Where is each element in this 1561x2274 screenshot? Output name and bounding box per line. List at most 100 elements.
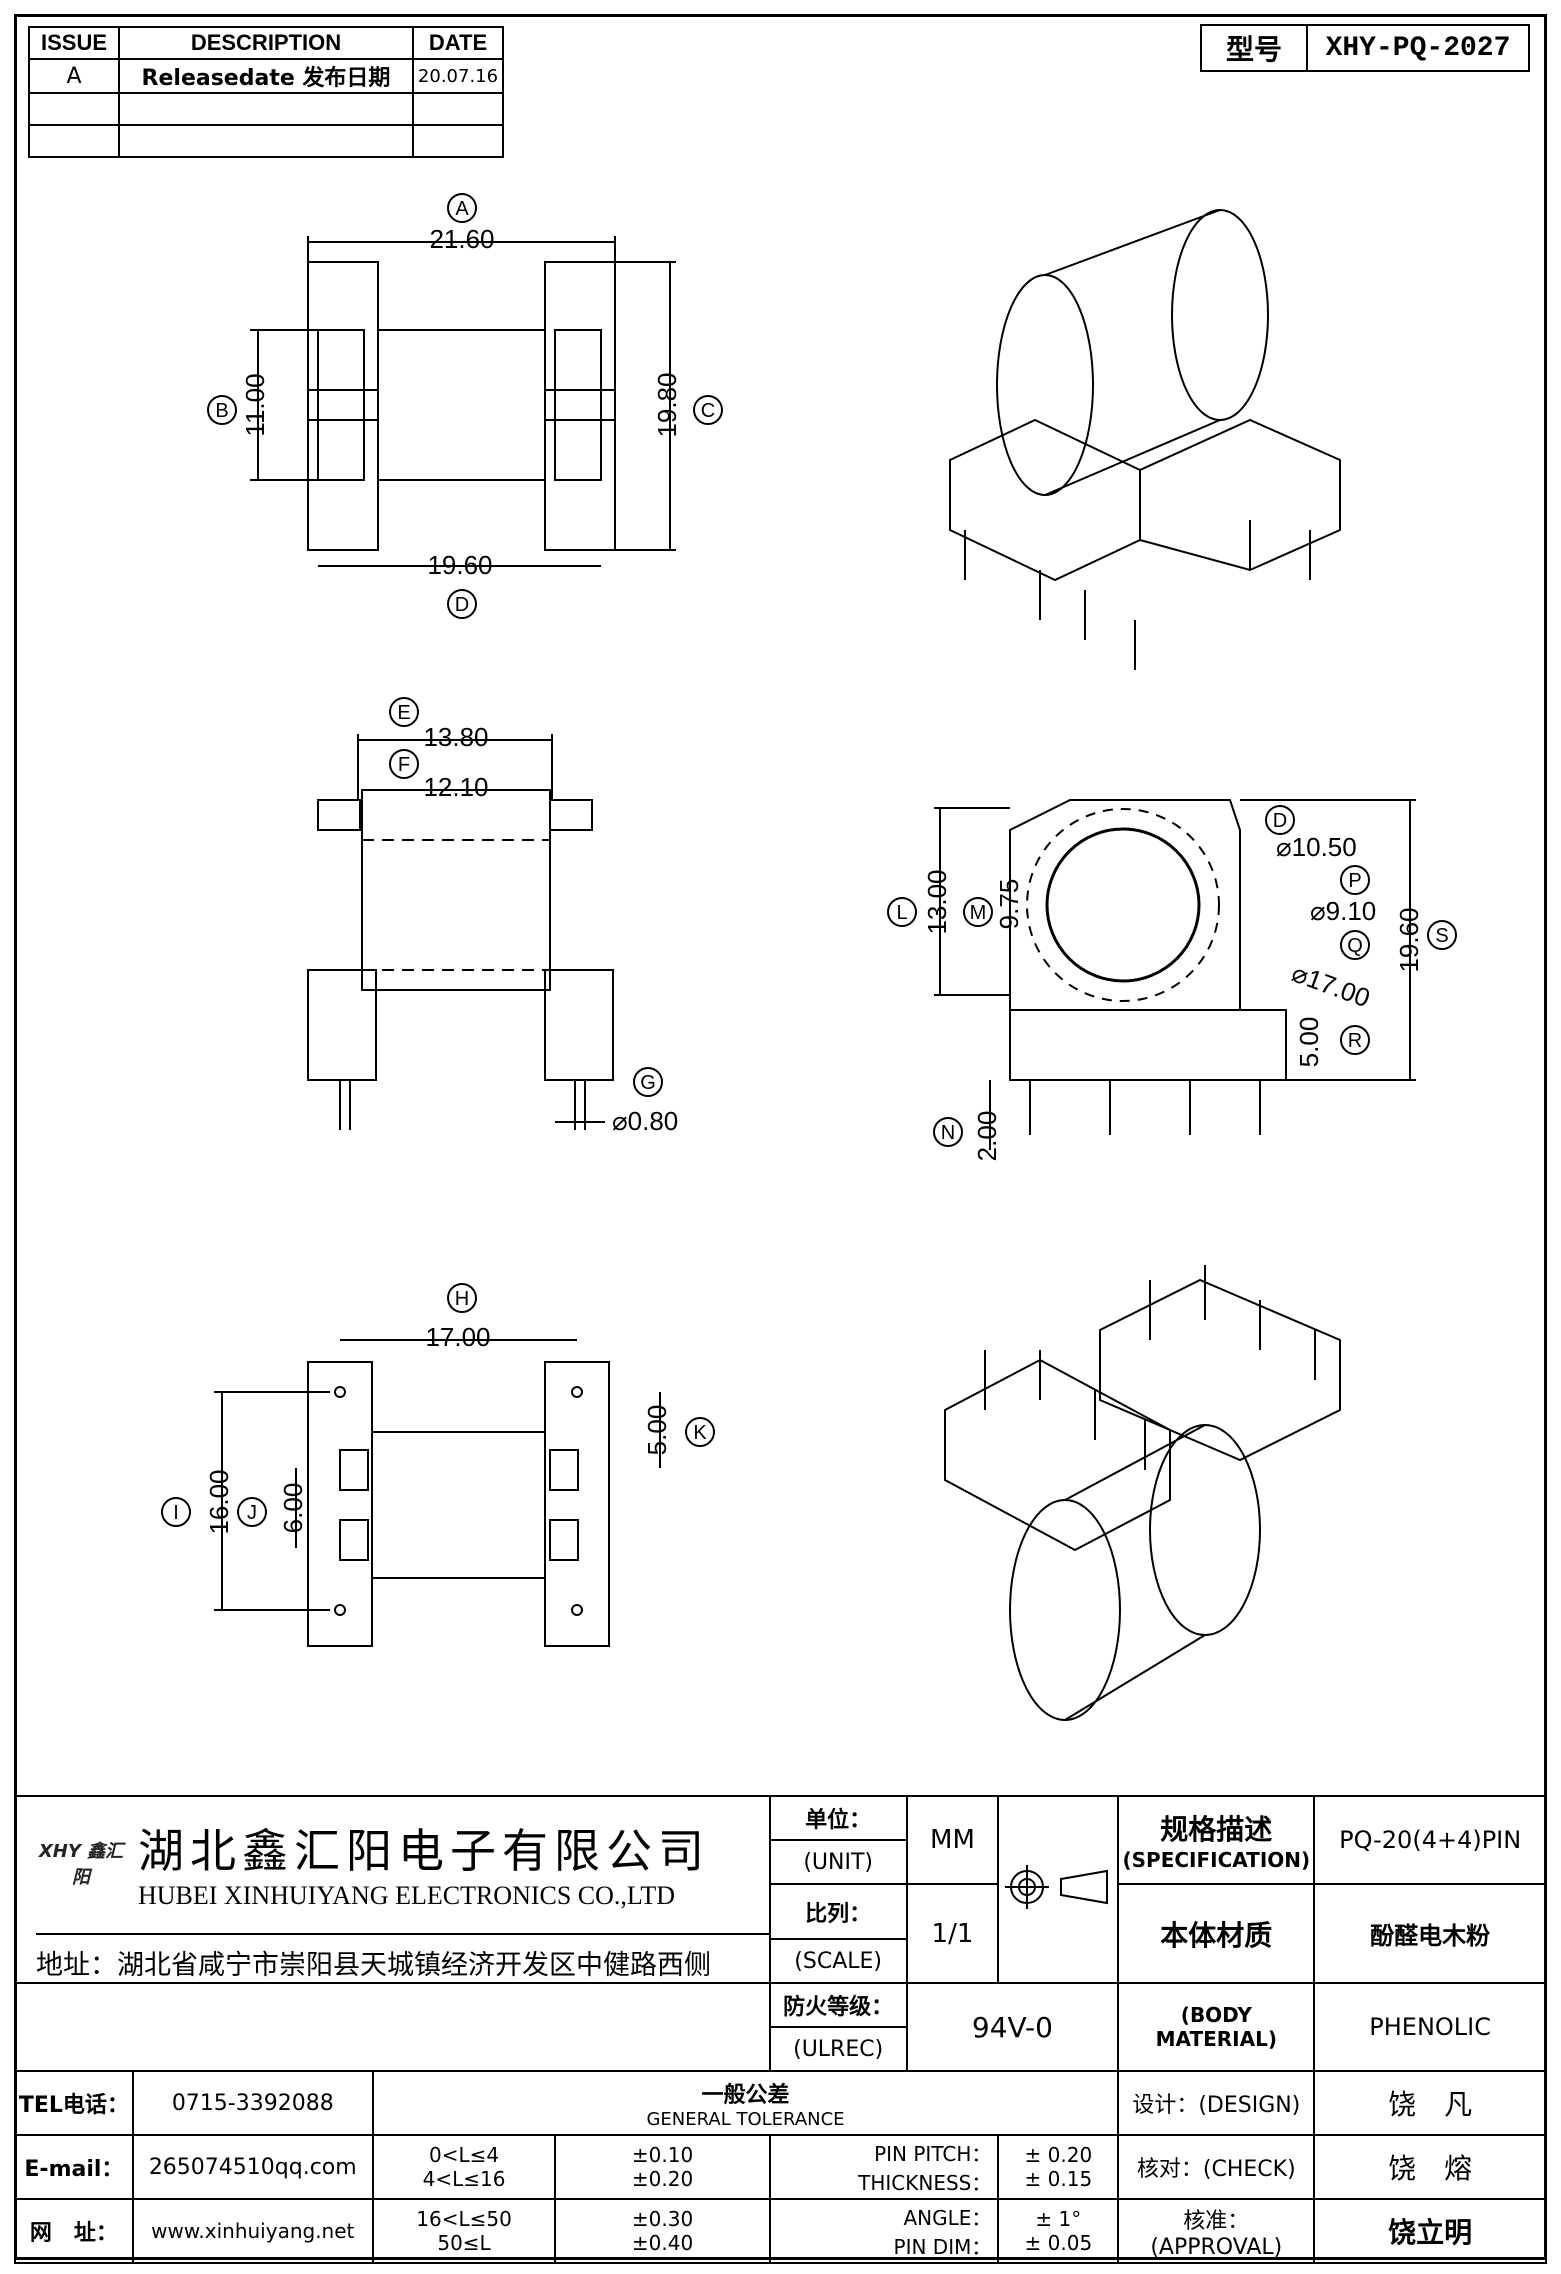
dim-k-value: 5.00 [642, 1405, 672, 1456]
label-b: B [215, 400, 228, 422]
projection-symbol [997, 1795, 1120, 1984]
company-address: 地址：湖北省咸宁市崇阳县天城镇经济开发区中健路西侧 [36, 1933, 769, 1982]
label-d: D [455, 594, 469, 616]
fire-label-en: (ULREC) [768, 2026, 908, 2072]
web-label: 网 址： [14, 2198, 134, 2264]
technical-drawing: 21.60 11.00 19.80 19.60 13.80 12.10 ⌀0.8… [161, 193, 1457, 1721]
side-view [887, 799, 1457, 1150]
spec-value: PQ-20(4+4)PIN [1313, 1795, 1547, 1885]
company-name-cn: 湖北鑫汇阳电子有限公司 [138, 1824, 710, 1878]
dim-b-value: 11.00 [240, 373, 270, 436]
dim-o-value: ⌀10.50 [1276, 832, 1357, 862]
material-label-cn: 本体材质 [1160, 1918, 1273, 1952]
dim-j-value: 6.00 [278, 1483, 308, 1534]
label-q: Q [1347, 935, 1363, 957]
label-r: R [1348, 1030, 1362, 1052]
rev-header-issue: ISSUE [28, 26, 120, 60]
dim-f-value: 12.10 [423, 772, 488, 802]
dim-l-value: 13.00 [922, 869, 952, 934]
model-box: 型号 XHY-PQ-2027 [1200, 24, 1530, 72]
company-name-en: HUBEI XINHUIYANG ELECTRONICS CO.,LTD [138, 1881, 676, 1910]
tolerance-title-cn: 一般公差 [701, 2082, 790, 2108]
top-view [207, 193, 723, 619]
label-m: M [970, 902, 987, 924]
label-p: P [1348, 870, 1361, 892]
label-c: C [701, 400, 715, 422]
dim-s-value: 19.60 [1394, 907, 1424, 972]
front-view [307, 697, 663, 1130]
dim-q-value: ⌀17.00 [1288, 957, 1374, 1013]
title-block: XHY 鑫汇阳 湖北鑫汇阳电子有限公司 HUBEI XINHUIYANG ELE… [14, 1795, 1547, 2264]
company-logo: XHY 鑫汇阳 [38, 1841, 124, 1888]
email-label: E-mail： [14, 2134, 134, 2200]
tel-label: TEL电话： [14, 2070, 134, 2136]
label-a: A [455, 198, 469, 220]
isometric-view-bottom [944, 1265, 1341, 1721]
tol-value-0: ±0.10±0.20 [554, 2134, 771, 2200]
rev-header-description: DESCRIPTION [118, 26, 414, 60]
dim-g-value: ⌀0.80 [612, 1106, 678, 1136]
label-n: N [941, 1122, 955, 1144]
label-f: F [398, 754, 410, 776]
dim-h-value: 17.00 [425, 1322, 490, 1352]
dim-c-value: 19.80 [652, 372, 682, 437]
label-l: L [896, 902, 907, 924]
tolerance-title: 一般公差 GENERAL TOLERANCE [371, 2070, 1120, 2136]
unit-value: MM [905, 1795, 1000, 1885]
web-value: www.xinhuiyang.net [131, 2198, 374, 2264]
tol-item-0: PIN PITCH：THICKNESS： [768, 2134, 1000, 2200]
design-value: 饶 凡 [1313, 2070, 1547, 2136]
dim-i-value: 16.00 [204, 1469, 234, 1534]
revision-table: ISSUE DESCRIPTION DATE A Releasedate 发布日… [28, 26, 504, 158]
rev-description: Releasedate 发布日期 [118, 58, 414, 94]
rev-date: 20.07.16 [412, 58, 504, 94]
tol-value-2: ±0.30±0.40 [554, 2198, 771, 2264]
fire-label-cn: 防火等级： [768, 1982, 908, 2028]
check-value: 饶 熔 [1313, 2134, 1547, 2200]
model-label: 型号 [1200, 24, 1308, 72]
tol-item-value-2: ± 1°± 0.05 [997, 2198, 1120, 2264]
isometric-view-top [949, 209, 1341, 670]
third-angle-icon [1005, 1864, 1109, 1909]
label-o: D [1273, 810, 1287, 832]
approval-value: 饶立明 [1313, 2198, 1547, 2264]
tolerance-title-en: GENERAL TOLERANCE [646, 2108, 845, 2130]
bottom-view [161, 1283, 715, 1647]
tel-value: 0715-3392088 [131, 2070, 374, 2136]
approval-label: 核准：(APPROVAL) [1117, 2198, 1316, 2264]
dim-r-value: 5.00 [1294, 1017, 1324, 1068]
label-g: G [640, 1072, 656, 1094]
model-number: XHY-PQ-2027 [1306, 24, 1530, 72]
email-value: 265074510qq.com [131, 2134, 374, 2200]
material-value-cn: 酚醛电木粉 [1313, 1883, 1547, 1984]
rev-header-date: DATE [412, 26, 504, 60]
tol-item-2: ANGLE：PIN DIM： [768, 2198, 1000, 2264]
company-panel: XHY 鑫汇阳 湖北鑫汇阳电子有限公司 HUBEI XINHUIYANG ELE… [14, 1795, 771, 1984]
spec-label-en: (SPECIFICATION) [1122, 1848, 1311, 1872]
material-value-en: PHENOLIC [1313, 1982, 1547, 2072]
dim-a-value: 21.60 [429, 224, 494, 254]
scale-label-en: (SCALE) [768, 1938, 908, 1984]
label-k: K [693, 1422, 707, 1444]
unit-label-en: (UNIT) [768, 1839, 908, 1885]
label-s: S [1435, 925, 1448, 947]
tol-item-value-0: ± 0.20± 0.15 [997, 2134, 1120, 2200]
check-label: 核对：(CHECK) [1117, 2134, 1316, 2200]
design-label: 设计：(DESIGN) [1117, 2070, 1316, 2136]
scale-label-cn: 比列： [768, 1883, 908, 1940]
unit-label-cn: 单位： [768, 1795, 908, 1841]
rev-issue: A [28, 58, 120, 94]
material-label-en: (BODY MATERIAL) [1117, 1982, 1316, 2072]
dim-n-value: 2.00 [972, 1111, 1002, 1162]
scale-value: 1/1 [905, 1883, 1000, 1984]
label-j: J [247, 1502, 257, 1524]
material-label: 本体材质 [1117, 1883, 1316, 1984]
label-i: I [173, 1502, 179, 1524]
dim-d-value: 19.60 [427, 550, 492, 580]
dim-e-value: 13.80 [423, 722, 488, 752]
label-e: E [397, 702, 410, 724]
spec-label: 规格描述 (SPECIFICATION) [1117, 1795, 1316, 1885]
dim-p-value: ⌀9.10 [1310, 896, 1376, 926]
